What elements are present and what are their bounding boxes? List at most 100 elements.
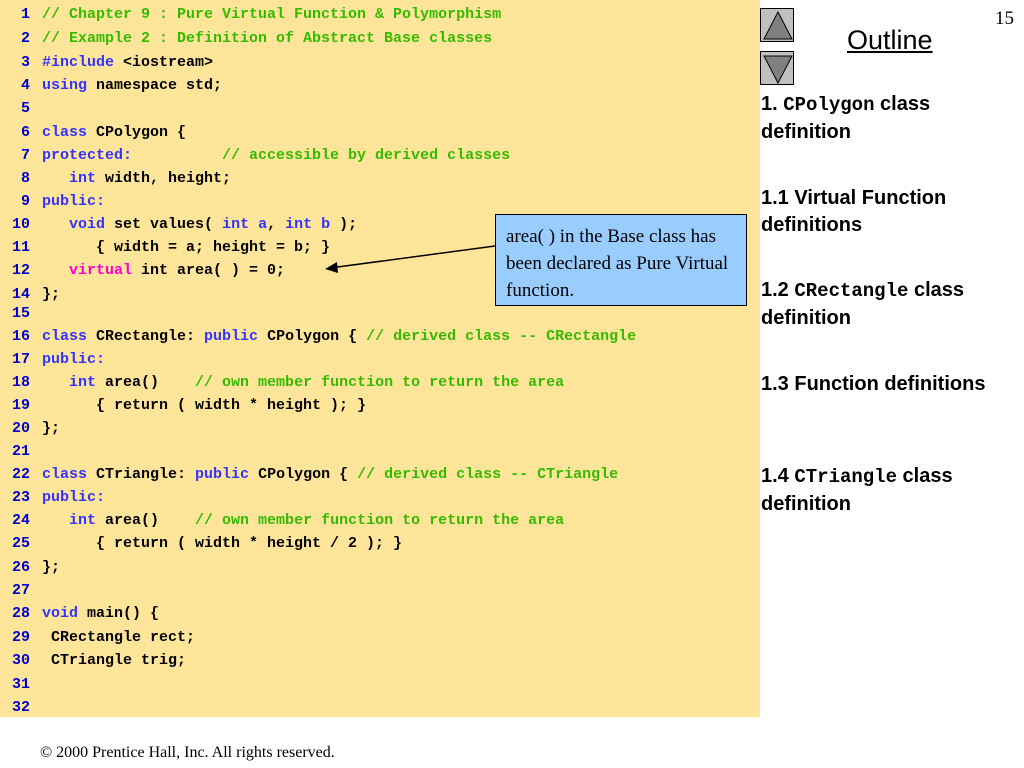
code-line: 23 public: (0, 486, 105, 509)
outline-item-1-1: 1.1 Virtual Function definitions (761, 187, 947, 236)
code-text: class CPolygon { (42, 124, 187, 141)
code-text: }; (42, 420, 61, 437)
code-line: 2 // Example 2 : Definition of Abstract B… (0, 27, 492, 50)
line-number: 7 (20, 147, 30, 164)
code-line: 6 class CPolygon { (0, 121, 186, 144)
code-text: virtual int area( ) = 0; (69, 262, 286, 279)
outline-item-1-3: 1.3 Function definitions (761, 373, 986, 395)
code-text: }; (42, 286, 61, 303)
code-text: int area() // own member function to ret… (69, 374, 565, 391)
code-text: class CRectangle: public CPolygon { // d… (42, 328, 637, 345)
triangle-down-icon (763, 55, 793, 85)
code-line: 25 { return ( width * height / 2 ); } (0, 532, 402, 555)
outline-item-1-4: 1.4 CTriangle class definition (761, 465, 953, 515)
code-line: 32 (0, 696, 42, 719)
code-line: 19 { return ( width * height ); } (0, 394, 366, 417)
code-text: int area() // own member function to ret… (69, 512, 565, 529)
line-number: 1 (20, 6, 30, 23)
code-text: // Example 2 : Definition of Abstract Ba… (42, 30, 493, 47)
callout-box: area( ) in the Base class has been decla… (495, 214, 747, 306)
outline-item-1: 1. CPolygon class definition (761, 93, 931, 143)
code-text: public: (42, 193, 106, 210)
copyright-footer: © 2000 Prentice Hall, Inc. All rights re… (40, 744, 335, 761)
code-text: { return ( width * height / 2 ); } (42, 535, 403, 552)
line-number: 9 (20, 193, 30, 210)
code-text: void set values( int a, int b ); (69, 216, 358, 233)
outline-title[interactable]: Outline (847, 25, 933, 55)
code-line: 1 // Chapter 9 : Pure Virtual Function & … (0, 3, 501, 26)
code-line: 31 (0, 673, 42, 696)
code-line: 9 public: (0, 190, 105, 213)
slide-number: 15 (995, 8, 1014, 29)
line-number: 5 (20, 100, 30, 117)
code-line: 21 (0, 440, 42, 463)
next-slide-button[interactable] (760, 51, 794, 85)
triangle-up-icon (763, 10, 793, 40)
code-line: 26}; (0, 556, 60, 579)
code-line: 4 using namespace std; (0, 74, 222, 97)
outline-item-1-2: 1.2 CRectangle class definition (761, 279, 964, 329)
line-number: 6 (20, 124, 30, 141)
line-number: 27 (11, 582, 30, 599)
line-number: 26 (11, 559, 30, 576)
line-number: 4 (20, 77, 30, 94)
line-number: 20 (11, 420, 30, 437)
code-text: public: (42, 351, 106, 368)
code-line: 17 public: (0, 348, 105, 371)
code-text: void main() { (42, 605, 160, 622)
code-text: { width = a; height = b; } (42, 239, 331, 256)
code-text: // Chapter 9 : Pure Virtual Function & P… (42, 6, 502, 23)
line-number: 14 (11, 286, 30, 303)
code-text: int width, height; (69, 170, 232, 187)
line-number: 23 (11, 489, 30, 506)
code-text: }; (42, 559, 61, 576)
code-line: 16 class CRectangle: public CPolygon { //… (0, 325, 636, 348)
code-text: #include <iostream> (42, 54, 214, 71)
line-number: 31 (11, 676, 30, 693)
code-text: using namespace std; (42, 77, 223, 94)
line-number: 16 (11, 328, 30, 345)
code-line: 15 (0, 302, 42, 325)
line-number: 32 (11, 699, 30, 716)
code-line: 24 int area() // own member function to … (0, 509, 564, 532)
line-number: 24 (11, 512, 30, 529)
line-number: 19 (11, 397, 30, 414)
line-number: 25 (11, 535, 30, 552)
line-number: 21 (11, 443, 30, 460)
code-text: { return ( width * height ); } (42, 397, 367, 414)
code-line: 5 (0, 97, 42, 120)
code-line: 29 CRectangle rect; (0, 626, 195, 649)
code-text: public: (42, 489, 106, 506)
code-line: 18 int area() // own member function to … (0, 371, 564, 394)
code-text: protected: // accessible by derived clas… (42, 147, 511, 164)
code-line: 10 void set values( int a, int b ); (0, 213, 357, 236)
code-line: 8 int width, height; (0, 167, 231, 190)
code-line: 30 CTriangle trig; (0, 649, 186, 672)
line-number: 12 (11, 262, 30, 279)
code-line: 14}; (0, 283, 60, 306)
line-number: 10 (11, 216, 30, 233)
line-number: 18 (11, 374, 30, 391)
code-text: CRectangle rect; (42, 629, 196, 646)
line-number: 17 (11, 351, 30, 368)
previous-slide-button[interactable] (760, 8, 794, 42)
line-number: 8 (20, 170, 30, 187)
line-number: 30 (11, 652, 30, 669)
code-line: 7 protected: // accessible by derived cla… (0, 144, 510, 167)
code-line: 20}; (0, 417, 60, 440)
code-line: 27 (0, 579, 42, 602)
line-number: 2 (20, 30, 30, 47)
code-text: CTriangle trig; (42, 652, 187, 669)
line-number: 3 (20, 54, 30, 71)
code-line: 11 { width = a; height = b; } (0, 236, 330, 259)
code-line: 3 #include <iostream> (0, 51, 213, 74)
callout-text: area( ) in the Base class has been decla… (506, 226, 729, 301)
line-number: 29 (11, 629, 30, 646)
code-line: 12 virtual int area( ) = 0; (0, 259, 285, 282)
line-number: 11 (11, 239, 30, 256)
code-listing-panel: 1 // Chapter 9 : Pure Virtual Function & … (0, 0, 760, 717)
line-number: 15 (11, 305, 30, 322)
line-number: 22 (11, 466, 30, 483)
